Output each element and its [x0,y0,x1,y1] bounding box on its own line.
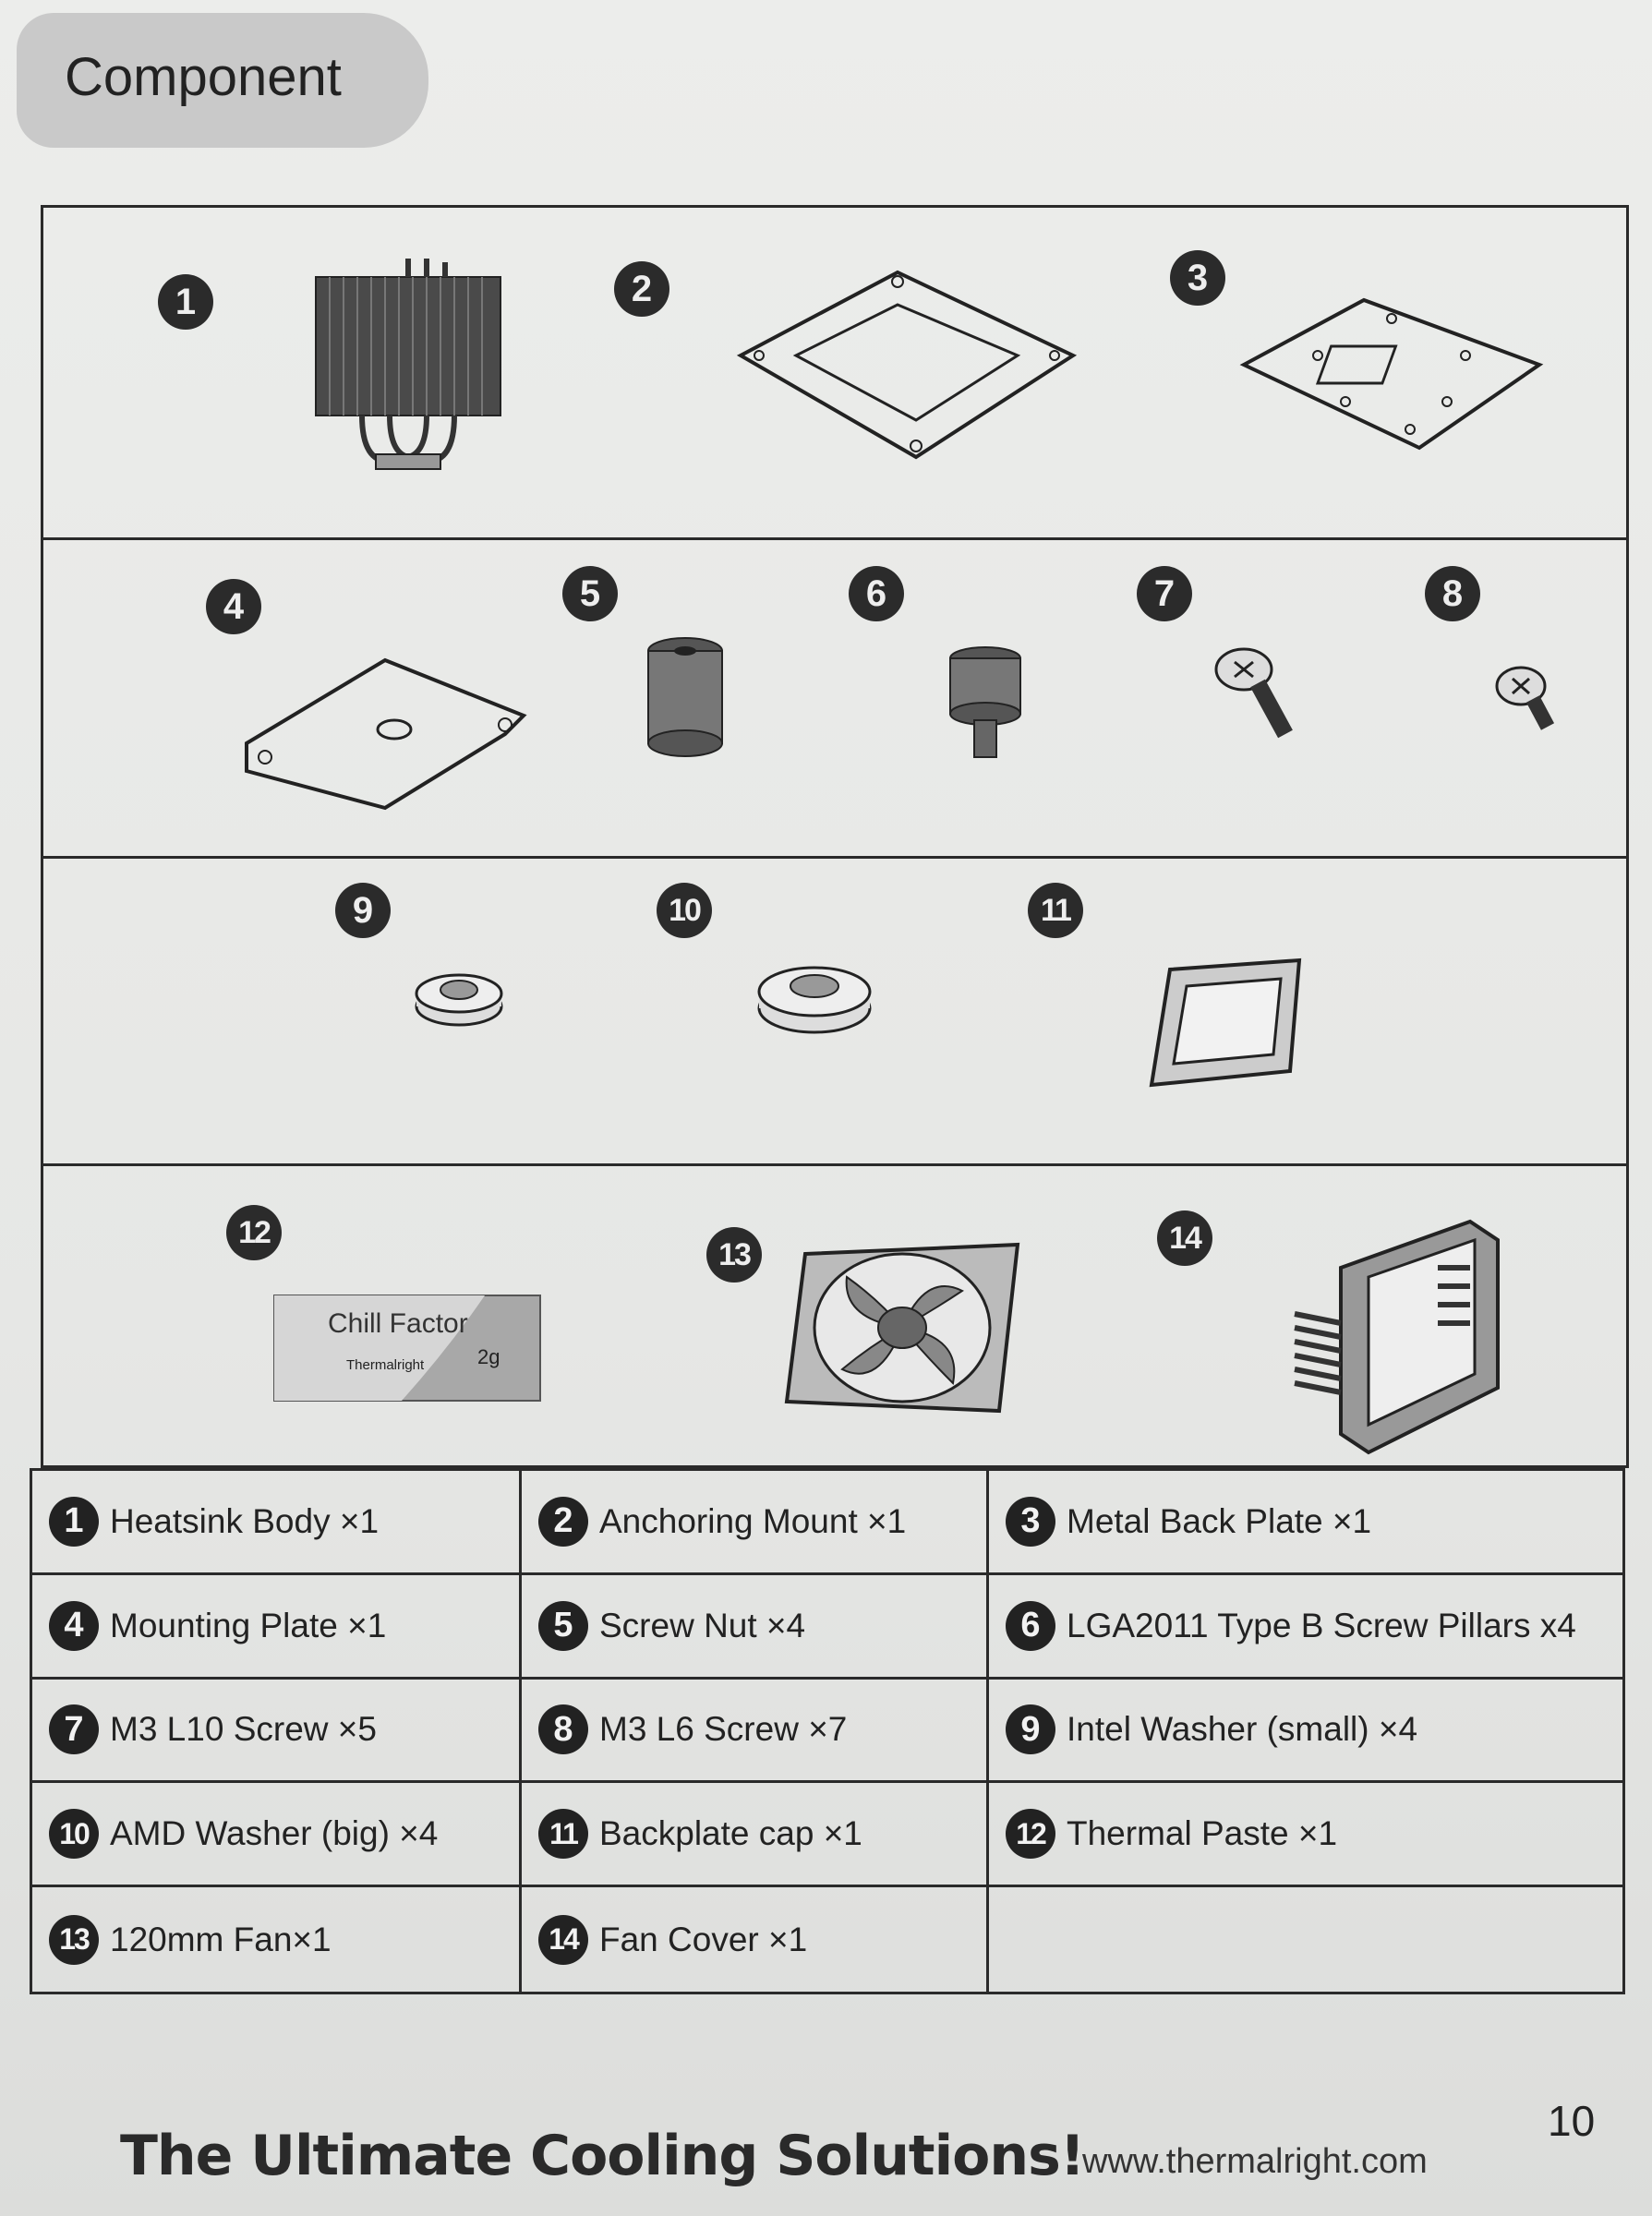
section-header-tab: Component [17,13,428,148]
footer-tagline: The Ultimate Cooling Solutions! [120,2124,1085,2188]
legend-number-6: 6 [1006,1600,1055,1651]
legend-text-7: M3 L10 Screw ×5 [110,1710,377,1749]
component-number-9: 9 [335,883,391,938]
legend-item-anchoring-mount: 2 Anchoring Mount ×1 [522,1471,989,1575]
page-number: 10 [1548,2097,1596,2145]
section-title: Component [65,47,342,107]
legend-text-10: AMD Washer (big) ×4 [110,1814,439,1853]
legend-number-2: 2 [538,1496,588,1547]
footer-website-link[interactable]: www.thermalright.com [1082,2142,1428,2181]
legend-number-13: 13 [49,1914,99,1965]
component-illustration-grid: 1 2 [41,205,1629,1468]
illustration-row-1: 1 2 [43,208,1626,540]
legend-number-5: 5 [538,1600,588,1651]
legend-item-fan-cover: 14 Fan Cover ×1 [522,1887,989,1992]
intel-washer-small-illustration [415,973,503,1027]
anchoring-mount-illustration [736,270,1078,460]
component-number-13: 13 [706,1227,762,1283]
legend-number-10: 10 [49,1809,99,1860]
legend-item-intel-washer: 9 Intel Washer (small) ×4 [989,1680,1622,1784]
component-number-11: 11 [1028,883,1083,938]
component-number-1: 1 [158,274,213,330]
component-number-14: 14 [1157,1210,1212,1266]
mounting-plate-illustration [245,657,527,811]
thermal-paste-illustration: Chill Factor Thermalright 2g [273,1295,541,1402]
legend-item-thermal-paste: 12 Thermal Paste ×1 [989,1783,1622,1888]
legend-item-amd-washer: 10 AMD Washer (big) ×4 [32,1783,522,1888]
illustration-row-2: 4 5 6 7 [43,540,1626,859]
component-number-5: 5 [562,566,618,621]
legend-number-14: 14 [538,1914,588,1965]
legend-item-screw-nut: 5 Screw Nut ×4 [522,1574,989,1680]
backplate-cap-illustration [1149,957,1302,1088]
legend-number-4: 4 [49,1600,99,1651]
legend-number-3: 3 [1006,1496,1055,1547]
legend-number-12: 12 [1006,1809,1055,1860]
legend-text-1: Heatsink Body ×1 [110,1501,380,1540]
legend-item-120mm-fan: 13 120mm Fan×1 [32,1887,522,1992]
legend-number-1: 1 [49,1496,99,1547]
paste-brand-title: Chill Factor [328,1308,468,1339]
component-number-6: 6 [849,566,904,621]
illustration-row-3: 9 10 11 [43,859,1626,1166]
metal-back-plate-illustration [1239,297,1544,451]
legend-text-5: Screw Nut ×4 [599,1606,806,1644]
legend-number-8: 8 [538,1704,588,1755]
legend-item-mounting-plate: 4 Mounting Plate ×1 [32,1574,522,1680]
legend-empty-cell [989,1887,1622,1992]
legend-text-13: 120mm Fan×1 [110,1920,332,1958]
legend-item-screw-pillars: 6 LGA2011 Type B Screw Pillars x4 [989,1575,1622,1680]
paste-weight: 2g [477,1345,500,1368]
illustration-row-4: 12 Chill Factor Thermalright 2g 13 [43,1166,1626,1471]
legend-text-9: Intel Washer (small) ×4 [1067,1710,1418,1749]
legend-text-3: Metal Back Plate ×1 [1067,1501,1372,1540]
component-number-4: 4 [206,579,261,634]
component-number-10: 10 [657,883,712,938]
legend-item-heatsink-body: 1 Heatsink Body ×1 [32,1471,522,1575]
fan-120mm-illustration [784,1242,1020,1414]
legend-text-8: M3 L6 Screw ×7 [599,1710,848,1749]
paste-logo-text: Thermalright [346,1357,425,1373]
legend-item-metal-back-plate: 3 Metal Back Plate ×1 [989,1471,1622,1575]
legend-text-11: Backplate cap ×1 [599,1814,862,1853]
legend-text-12: Thermal Paste ×1 [1067,1814,1338,1853]
legend-item-m3-l10-screw: 7 M3 L10 Screw ×5 [32,1679,522,1784]
component-number-2: 2 [614,261,669,317]
component-number-7: 7 [1137,566,1192,621]
legend-text-6: LGA2011 Type B Screw Pillars x4 [1067,1606,1576,1644]
screw-nut-illustration [647,637,723,757]
m3-l6-screw-illustration [1495,666,1555,730]
legend-number-9: 9 [1006,1704,1055,1755]
legend-item-backplate-cap: 11 Backplate cap ×1 [522,1783,989,1888]
component-number-12: 12 [226,1205,282,1260]
legend-text-2: Anchoring Mount ×1 [599,1501,907,1540]
legend-item-m3-l6-screw: 8 M3 L6 Screw ×7 [522,1679,989,1784]
component-number-8: 8 [1425,566,1480,621]
legend-text-14: Fan Cover ×1 [599,1920,808,1958]
legend-number-7: 7 [49,1704,99,1755]
heatsink-body-illustration [315,259,501,470]
m3-l10-screw-illustration [1214,647,1293,739]
legend-number-11: 11 [538,1809,588,1860]
fan-cover-illustration [1294,1219,1500,1455]
legend-text-4: Mounting Plate ×1 [110,1606,387,1644]
screw-pillar-illustration [949,646,1021,758]
component-number-3: 3 [1170,250,1225,306]
amd-washer-big-illustration [757,966,872,1034]
